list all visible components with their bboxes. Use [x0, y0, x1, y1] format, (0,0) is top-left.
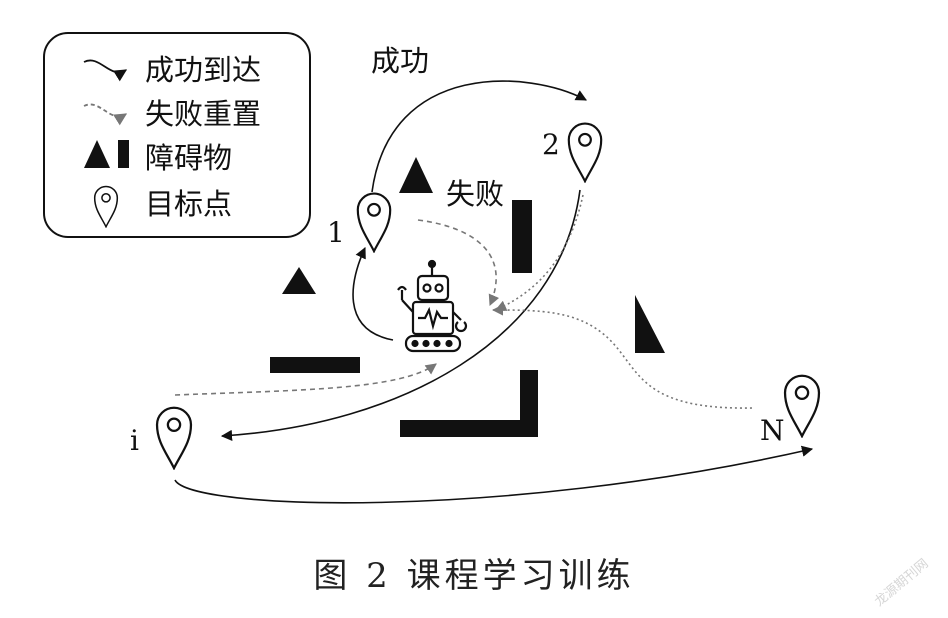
- obstacle-bar-horizontal: [270, 357, 360, 373]
- target-i-pin-icon: [155, 406, 193, 470]
- fail-annotation: 失败: [446, 177, 504, 211]
- legend-obstacle-label: 障碍物: [145, 141, 232, 175]
- target-1-label: 1: [327, 216, 345, 249]
- figure-caption: 图 2 课程学习训练: [313, 556, 635, 596]
- path-success-1-to-2: [371, 80, 587, 193]
- legend-success-arrow-icon: [83, 59, 128, 82]
- legend-bar-obstacle-icon: [118, 140, 129, 168]
- target-N-label: N: [760, 414, 785, 447]
- legend-success-label: 成功到达: [145, 53, 261, 87]
- obstacle-triangle-left: [282, 267, 316, 294]
- path-success-i-to-N: [174, 445, 814, 504]
- obstacle-l-shape: [400, 370, 538, 437]
- obstacle-triangle-right: [635, 295, 665, 353]
- obstacles: [270, 157, 665, 437]
- target-i-label: i: [130, 424, 139, 457]
- paths: [174, 80, 814, 504]
- legend-fail-label: 失败重置: [145, 97, 261, 131]
- obstacle-triangle-top: [399, 157, 433, 193]
- target-N-pin-icon: [783, 374, 821, 438]
- path-fail-i-reset: [174, 363, 437, 396]
- legend-triangle-obstacle-icon: [84, 140, 110, 168]
- target-2-label: 2: [542, 128, 560, 161]
- target-2-pin-icon: [567, 122, 603, 183]
- target-1-pin-icon: [356, 192, 392, 253]
- legend-target-label: 目标点: [145, 187, 232, 221]
- legend: 成功到达 失败重置 障碍物 目标点: [43, 32, 311, 238]
- legend-fail-arrow-icon: [83, 103, 128, 126]
- path-fail-2-reset: [494, 194, 584, 311]
- path-success-robot-to-1: [352, 246, 394, 341]
- path-fail-1-reset: [417, 219, 500, 307]
- robot-icon: [397, 259, 468, 353]
- obstacle-bar-vertical: [512, 200, 532, 273]
- success-annotation: 成功: [371, 44, 429, 78]
